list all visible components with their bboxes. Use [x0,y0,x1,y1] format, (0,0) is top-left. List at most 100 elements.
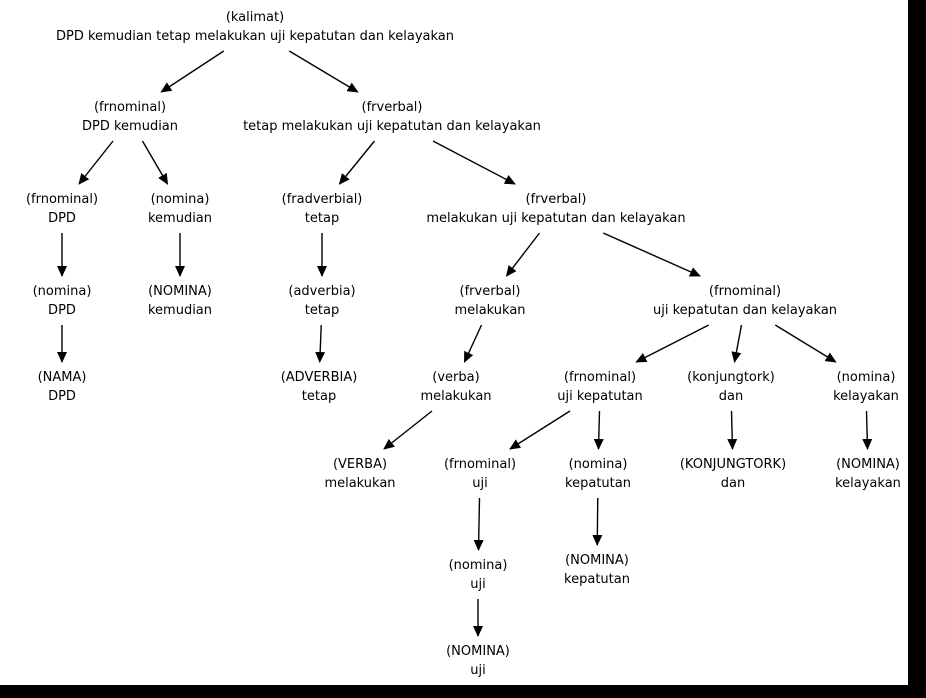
node-text: kelayakan [835,476,901,491]
tree-node-nomina_dpd: (nomina) DPD [33,282,92,320]
node-text: uji kepatutan dan kelayakan [652,303,838,318]
node-tag: (fradverbial) [281,192,363,207]
tree-node-nomina_kemudian: (nomina) kemudian [148,190,212,228]
node-text: dan [720,476,746,491]
node-tag: (frnominal) [443,457,517,472]
node-text: kepatutan [565,476,631,491]
tree-edge-frverbal1-to-fradverbial [338,140,376,185]
node-text: tetap melakukan uji kepatutan dan kelaya… [243,119,541,134]
node-tag: (NOMINA) [148,284,212,299]
tree-node-kalimat: (kalimat) DPD kemudian tetap melakukan uj… [56,8,454,46]
tree-node-NOMINA_uji: (NOMINA) uji [446,642,510,680]
node-text: DPD kemudian tetap melakukan uji kepatut… [56,29,454,44]
node-text: uji [470,663,486,678]
right-letterbox-bar [908,0,926,698]
node-tag: (frnominal) [563,370,637,385]
node-tag: (nomina) [836,370,896,385]
node-text: melakukan [420,389,492,404]
tree-edge-frnominal1-to-nomina_kemudian [141,140,169,185]
node-tag: (VERBA) [332,457,388,472]
node-tag: (NOMINA) [446,644,510,659]
node-text: melakukan [324,476,396,491]
node-text: tetap [301,389,337,404]
tree-node-ADVERBIA_tetap: (ADVERBIA) tetap [281,368,358,406]
tree-edge-frverbal1-to-frverbal2 [432,140,516,185]
tree-node-frnominal5: (frnominal) uji [444,455,516,493]
tree-node-frnominal3: (frnominal) uji kepatutan dan kelayakan [653,282,837,320]
node-tag: (NOMINA) [836,457,900,472]
tree-node-frverbal3: (frverbal) melakukan [454,282,525,320]
tree-node-fradverbial: (fradverbial) tetap [282,190,363,228]
tree-node-verba_melakukan: (verba) melakukan [420,368,491,406]
tree-edge-nomina_kelayakan-to-NOMINA_kelayakan [862,410,873,450]
node-text: melakukan [454,303,526,318]
node-tag: (frverbal) [525,192,587,207]
tree-edge-frnominal4-to-frnominal5 [509,410,571,450]
node-tag: (nomina) [568,457,628,472]
tree-edge-frverbal2-to-frverbal3 [505,232,541,277]
node-text: kepatutan [564,572,630,587]
node-tag: (nomina) [150,192,210,207]
node-tag: (frverbal) [361,100,423,115]
node-text: DPD [48,389,76,404]
tree-node-NAMA_dpd: (NAMA) DPD [38,368,87,406]
tree-node-konjungtork: (konjungtork) dan [687,368,775,406]
node-text: DPD [48,303,76,318]
node-text: DPD kemudian [81,119,179,134]
node-tag: (NOMINA) [565,553,629,568]
node-tag: (NAMA) [37,370,87,385]
node-tag: (adverbia) [288,284,356,299]
node-tag: (frverbal) [459,284,521,299]
node-text: uji kepatutan [557,389,643,404]
tree-edge-nomina_kepatutan-to-NOMINA_kepatutan [592,497,603,546]
tree-node-NOMINA_kelayakan: (NOMINA) kelayakan [835,455,901,493]
node-tag: (nomina) [32,284,92,299]
tree-edge-frverbal3-to-verba_melakukan [463,324,483,363]
tree-edge-frnominal3-to-nomina_kelayakan [774,324,837,363]
tree-edge-frnominal3-to-konjungtork [731,324,743,363]
tree-node-frnominal1: (frnominal) DPD kemudian [82,98,178,136]
tree-node-adverbia: (adverbia) tetap [288,282,355,320]
node-text: kemudian [147,211,213,226]
tree-edge-adverbia-to-ADVERBIA_tetap [315,324,326,363]
node-tag: (KONJUNGTORK) [679,457,787,472]
tree-edge-frverbal2-to-frnominal3 [602,232,701,277]
node-tag: (frnominal) [93,100,167,115]
node-text: uji [470,577,486,592]
tree-node-nomina_kelayakan: (nomina) kelayakan [833,368,899,406]
tree-node-frnominal4: (frnominal) uji kepatutan [557,368,643,406]
tree-node-frverbal2: (frverbal) melakukan uji kepatutan dan ke… [426,190,685,228]
node-text: kelayakan [833,389,899,404]
tree-node-frnominal2: (frnominal)DPD [26,190,98,228]
tree-node-VERBA_melakukan: (VERBA) melakukan [324,455,395,493]
tree-node-nomina_kepatutan: (nomina) kepatutan [565,455,631,493]
tree-node-NOMINA_kepatutan: (NOMINA) kepatutan [564,551,630,589]
tree-edge-verba_melakukan-to-VERBA_melakukan [383,410,433,450]
tree-edge-frnominal5-to-nomina_uji [473,497,484,551]
node-text: tetap [304,303,340,318]
tree-node-KONJUNGTORK_dan: (KONJUNGTORK) dan [680,455,786,493]
node-tag: (ADVERBIA) [280,370,358,385]
node-text: dan [718,389,744,404]
tree-edge-konjungtork-to-KONJUNGTORK_dan [727,410,738,450]
node-tag: (frnominal) [25,192,99,207]
node-text: tetap [304,211,340,226]
tree-node-nomina_uji: (nomina) uji [449,556,508,594]
tree-edge-kalimat-to-frnominal1 [160,50,225,93]
tree-node-frverbal1: (frverbal) tetap melakukan uji kepatutan … [243,98,541,136]
tree-edge-frnominal4-to-nomina_kepatutan [593,410,604,450]
node-tag: (kalimat) [225,10,285,25]
node-tag: (frnominal) [708,284,782,299]
tree-node-NOMINA_kemudian: (NOMINA) kemudian [148,282,212,320]
node-text: uji [472,476,488,491]
node-tag: (konjungtork) [687,370,775,385]
node-text: kemudian [147,303,213,318]
tree-edge-frnominal1-to-frnominal2 [78,140,114,185]
node-tag: (nomina) [448,558,508,573]
bottom-letterbox-bar [0,685,926,698]
node-text: melakukan uji kepatutan dan kelayakan [426,211,686,226]
tree-edge-kalimat-to-frverbal1 [288,50,359,93]
tree-edge-frnominal3-to-frnominal4 [635,324,710,363]
node-tag: (verba) [432,370,480,385]
